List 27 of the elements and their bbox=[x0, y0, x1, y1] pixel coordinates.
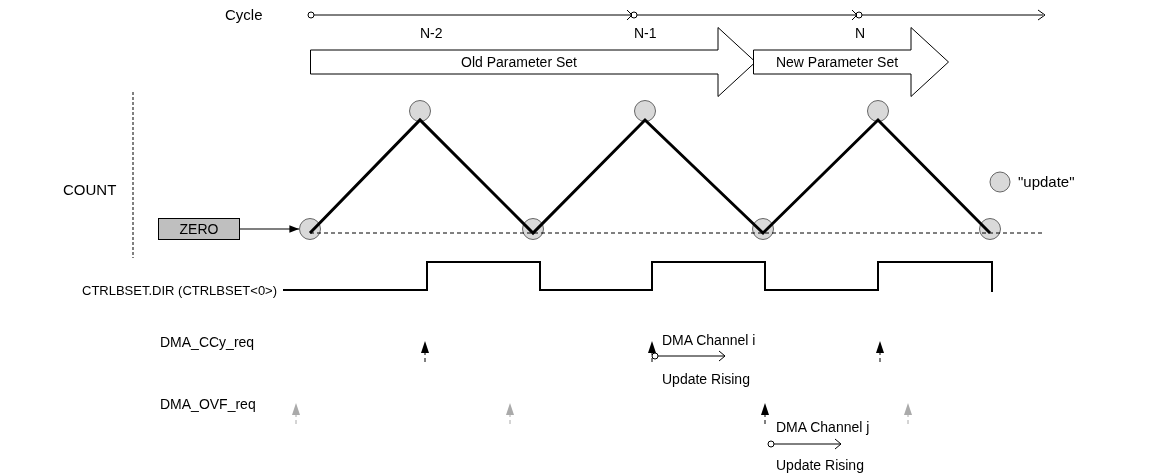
node-text: ZERO bbox=[179, 221, 219, 237]
signal-label: CTRLBSET.DIR (CTRLBSET<0>) bbox=[82, 283, 278, 299]
cycle-label: N-2 bbox=[420, 25, 443, 41]
annotation-text: Update Rising bbox=[662, 371, 750, 387]
update-marker bbox=[299, 218, 321, 240]
signal-label: COUNT bbox=[63, 182, 117, 198]
update-marker bbox=[522, 218, 544, 240]
annotation-text: DMA Channel i bbox=[662, 332, 756, 348]
cycle-label: N bbox=[855, 25, 866, 41]
arrow bbox=[239, 225, 300, 233]
annotation-text: Update Rising bbox=[776, 457, 864, 473]
update-marker bbox=[752, 218, 774, 240]
annotation-text: DMA Channel j bbox=[776, 419, 870, 435]
update-marker bbox=[979, 218, 1001, 240]
parameter-set-band bbox=[310, 27, 756, 97]
node-text: New Parameter Set bbox=[775, 54, 899, 70]
signal-label: DMA_CCy_req bbox=[160, 334, 255, 350]
zero-box bbox=[158, 218, 240, 240]
update-marker bbox=[867, 100, 889, 122]
cycle-label: N-1 bbox=[634, 25, 657, 41]
legend-text: "update" bbox=[1018, 174, 1075, 190]
parameter-set-band bbox=[753, 27, 949, 97]
signal-label: DMA_OVF_req bbox=[160, 396, 256, 412]
update-marker bbox=[634, 100, 656, 122]
update-marker bbox=[409, 100, 431, 122]
node-text: Old Parameter Set bbox=[461, 54, 577, 70]
axis-label: Cycle bbox=[225, 7, 263, 23]
